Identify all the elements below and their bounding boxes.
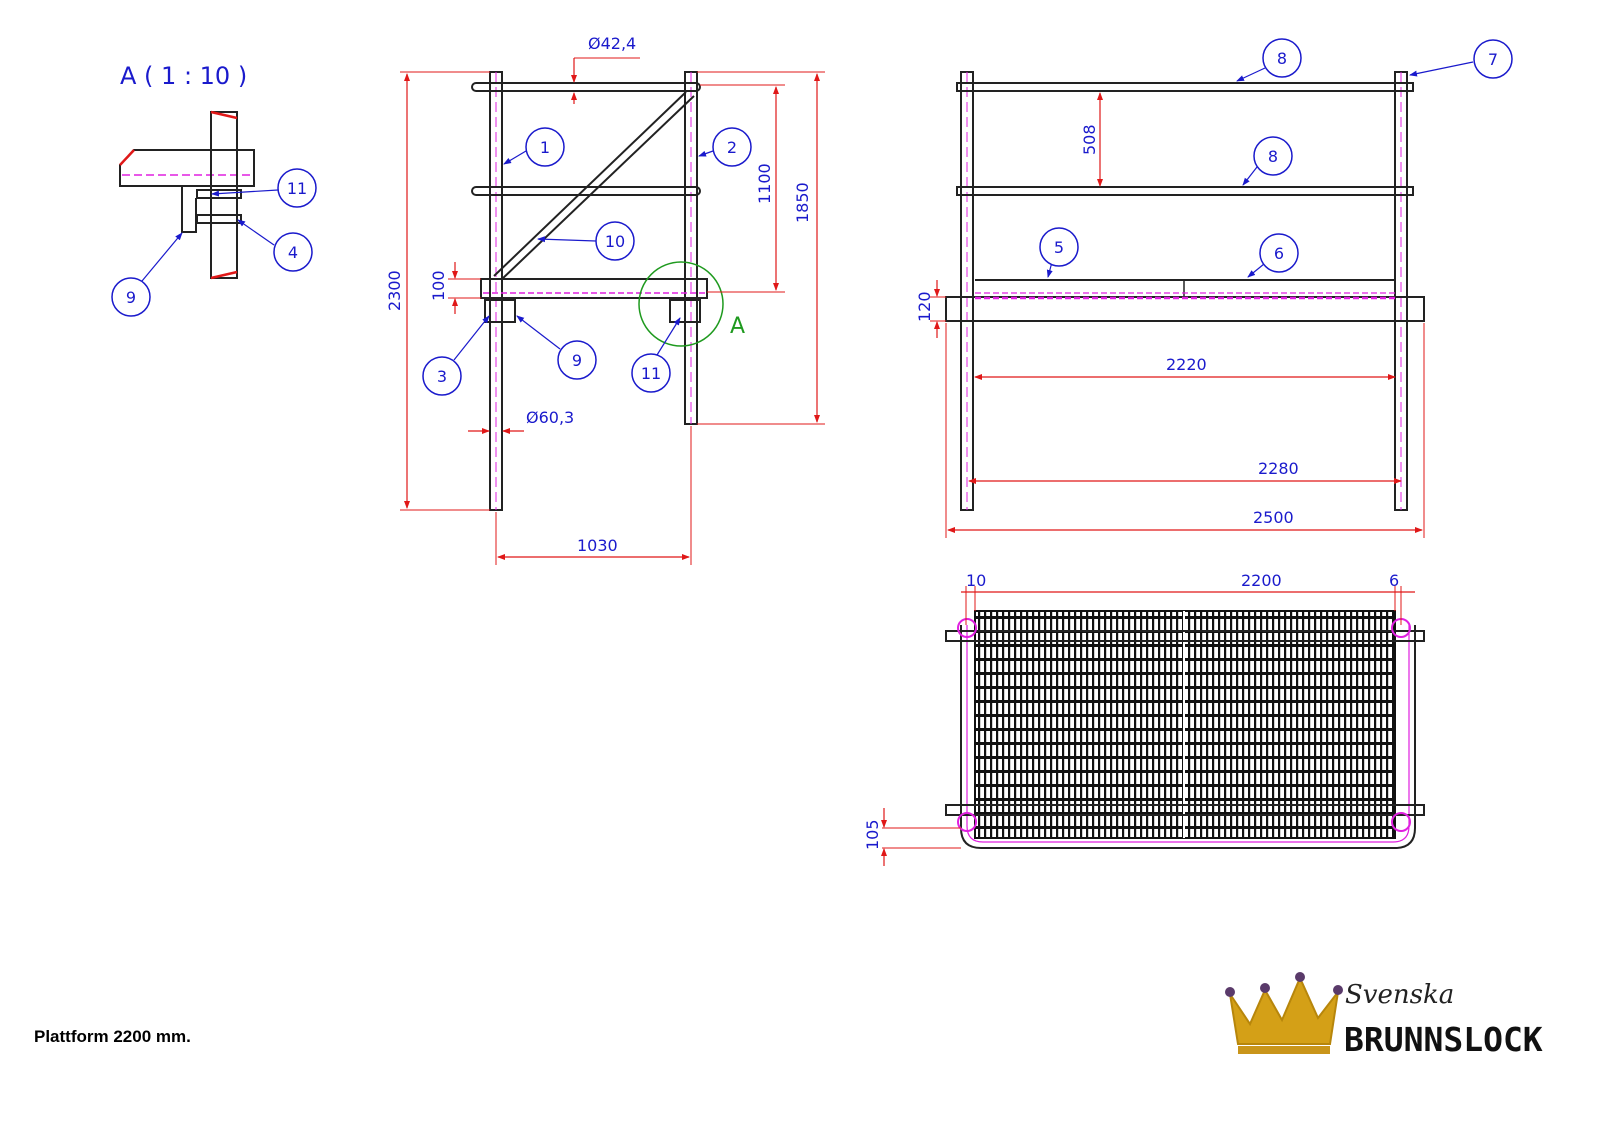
dim-depth-105: 105	[863, 819, 882, 850]
balloon-4: 4	[237, 219, 313, 272]
balloon-11-side: 11	[631, 317, 681, 393]
svg-text:11: 11	[641, 364, 661, 383]
dim-width-2200: 2200	[1241, 571, 1282, 590]
top-view: 10 2200 6 105	[863, 571, 1425, 866]
dim-gap-6: 6	[1389, 571, 1399, 590]
side-view: A Ø42,4 2300 1850 1100 100 Ø60,3	[385, 34, 825, 565]
part-balloons: 1 2 3 4 5 6 7	[111, 38, 1513, 396]
brand-name: BRUNNSLOCK	[1344, 1020, 1543, 1059]
detail-view-a: A ( 1 : 10 )	[119, 62, 255, 280]
balloon-6: 6	[1247, 233, 1299, 278]
dim-width-2220: 2220	[1166, 355, 1207, 374]
dim-tube-small: Ø42,4	[588, 34, 636, 53]
svg-text:1: 1	[540, 138, 550, 157]
dim-width-2280: 2280	[1258, 459, 1299, 478]
dim-height-1850: 1850	[793, 182, 812, 223]
balloon-10: 10	[537, 221, 635, 261]
svg-text:9: 9	[126, 288, 136, 307]
balloon-9-side: 9	[516, 315, 597, 380]
dim-tube-large: Ø60,3	[526, 408, 574, 427]
svg-text:4: 4	[288, 243, 298, 262]
balloon-5: 5	[1039, 227, 1079, 278]
svg-text:9: 9	[572, 351, 582, 370]
balloon-3: 3	[422, 315, 490, 396]
balloon-7: 7	[1409, 39, 1513, 79]
balloon-1: 1	[503, 127, 565, 167]
crown-icon	[1225, 972, 1343, 1054]
detail-title: A ( 1 : 10 )	[120, 62, 247, 90]
dim-width-1030: 1030	[577, 536, 618, 555]
svg-text:7: 7	[1488, 50, 1498, 69]
dim-height-1100: 1100	[755, 163, 774, 204]
dim-offset-100: 100	[429, 270, 448, 301]
svg-text:6: 6	[1274, 244, 1284, 263]
dim-gap-10: 10	[966, 571, 986, 590]
front-view: 508 120 2220 2280 2500	[915, 71, 1425, 538]
balloon-8-mid: 8	[1242, 136, 1293, 186]
balloon-2: 2	[698, 127, 752, 167]
svg-text:3: 3	[437, 367, 447, 386]
dim-height-2300: 2300	[385, 270, 404, 311]
dim-width-2500: 2500	[1253, 508, 1294, 527]
svg-text:11: 11	[287, 179, 307, 198]
drawing-caption: Plattform 2200 mm.	[34, 1027, 191, 1046]
svg-text:2: 2	[727, 138, 737, 157]
svg-text:8: 8	[1268, 147, 1278, 166]
brand-logo: Svenska BRUNNSLOCK	[1220, 972, 1543, 1072]
detail-mark: A	[730, 314, 745, 339]
brand-script: Svenska	[1345, 980, 1455, 1010]
svg-text:8: 8	[1277, 49, 1287, 68]
dim-spacing-508: 508	[1080, 124, 1099, 155]
balloon-8-top: 8	[1236, 38, 1302, 82]
svg-text:5: 5	[1054, 238, 1064, 257]
dim-height-120: 120	[915, 291, 934, 322]
svg-text:10: 10	[605, 232, 625, 251]
balloon-9-detail: 9	[111, 232, 183, 317]
balloon-11-detail: 11	[211, 168, 317, 208]
